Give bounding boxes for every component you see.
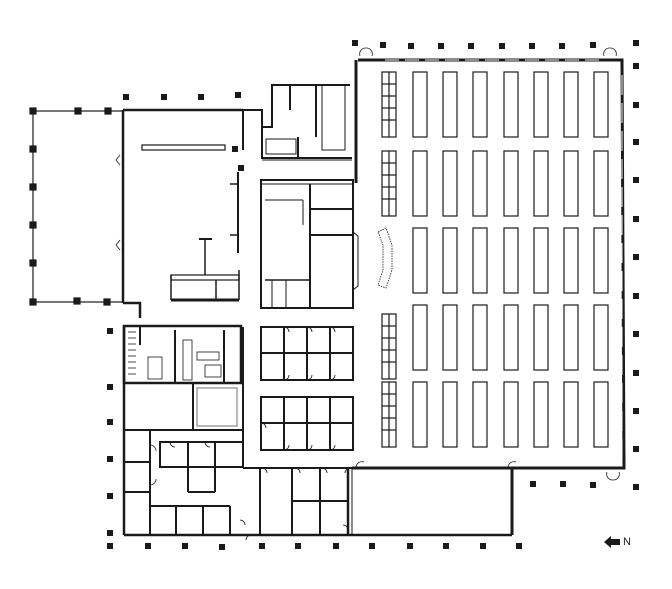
arrow-left-icon — [604, 536, 620, 548]
north-label: N — [623, 536, 631, 548]
lobby — [115, 108, 244, 318]
exhibit-tables — [381, 71, 609, 448]
conference-rooms — [260, 179, 359, 309]
offices — [124, 382, 260, 537]
exhibit-hall — [352, 47, 626, 535]
north-indicator: N — [604, 536, 631, 548]
service-rooms — [243, 84, 352, 161]
meeting-rooms — [242, 326, 354, 465]
structural-columns — [107, 40, 639, 550]
covered-patio — [29, 107, 124, 306]
door-swings — [149, 326, 351, 541]
storage — [243, 467, 512, 537]
